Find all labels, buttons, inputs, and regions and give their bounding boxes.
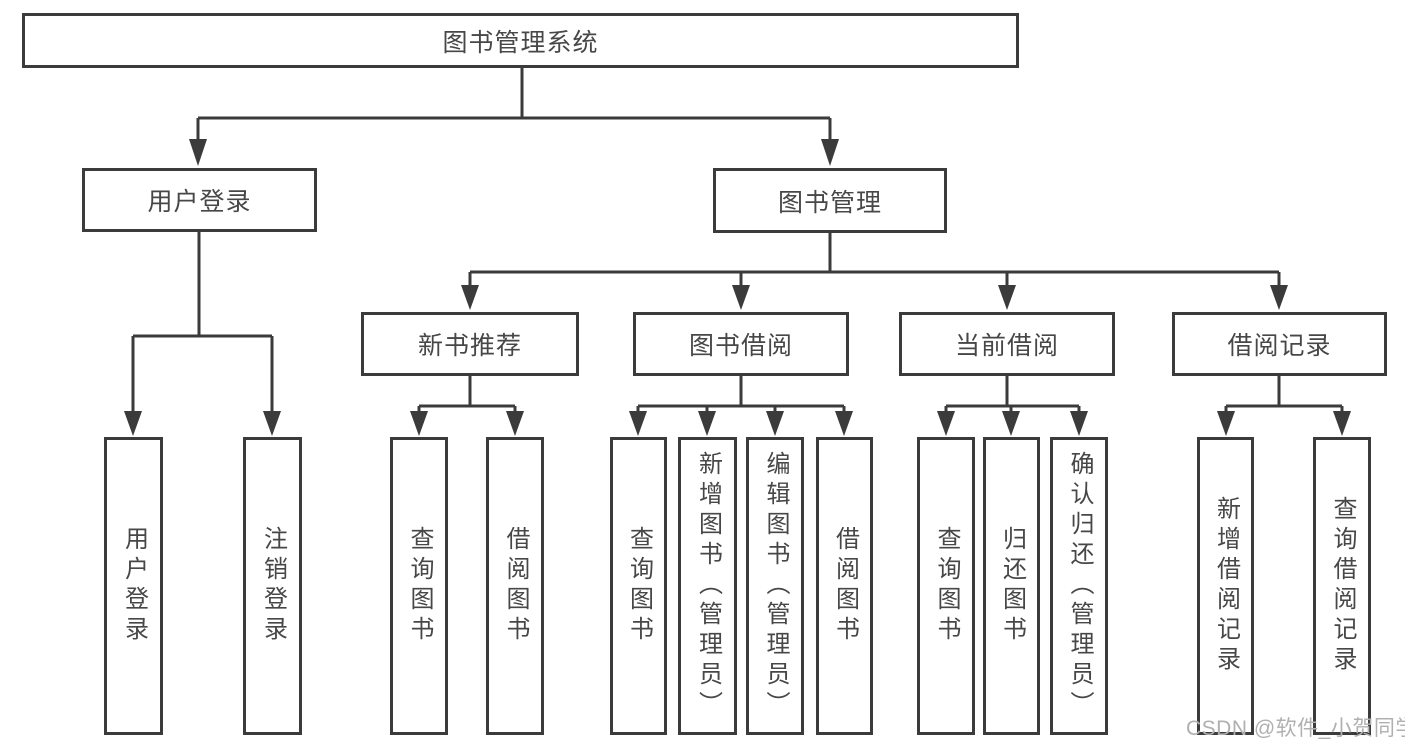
leaf-bb-add-books-admin-label: 新增图书（管理员） <box>694 451 722 721</box>
leaf-user-login: 用户登录 <box>104 437 163 735</box>
leaf-bb-borrow-books: 借阅图书 <box>816 437 873 735</box>
leaf-cb-confirm-return-admin: 确认归还（管理员） <box>1050 437 1108 735</box>
leaf-bb-add-books-admin: 新增图书（管理员） <box>678 437 737 735</box>
leaf-nbr-query-books: 查询图书 <box>390 437 448 735</box>
leaf-nbr-borrow-books: 借阅图书 <box>486 437 544 735</box>
leaf-nbr-borrow-books-label: 借阅图书 <box>502 526 529 646</box>
node-book-management: 图书管理 <box>713 168 947 233</box>
leaf-br-query-record: 查询借阅记录 <box>1313 437 1371 735</box>
leaf-bb-query-books: 查询图书 <box>610 437 667 735</box>
leaf-logout-label: 注销登录 <box>259 526 287 646</box>
leaf-cb-query-books: 查询图书 <box>917 437 975 735</box>
leaf-cb-return-books-label: 归还图书 <box>998 526 1026 646</box>
leaf-bb-query-books-label: 查询图书 <box>625 526 653 646</box>
watermark: CSDN @软件_小贺同学 <box>1186 717 1405 740</box>
node-current-borrowing: 当前借阅 <box>899 312 1115 376</box>
node-book-borrowing: 图书借阅 <box>633 312 849 376</box>
node-borrowing-records: 借阅记录 <box>1172 312 1387 376</box>
leaf-bb-edit-books-admin: 编辑图书（管理员） <box>746 437 804 735</box>
leaf-bb-borrow-books-label: 借阅图书 <box>831 526 859 646</box>
leaf-cb-query-books-label: 查询图书 <box>933 526 960 646</box>
leaf-br-query-record-label: 查询借阅记录 <box>1329 496 1356 676</box>
node-root: 图书管理系统 <box>22 13 1019 68</box>
leaf-cb-return-books: 归还图书 <box>983 437 1040 735</box>
leaf-bb-edit-books-admin-label: 编辑图书（管理员） <box>762 451 789 721</box>
node-user-login: 用户登录 <box>82 168 317 232</box>
leaf-logout: 注销登录 <box>243 437 302 735</box>
leaf-br-add-record: 新增借阅记录 <box>1197 437 1254 735</box>
leaf-nbr-query-books-label: 查询图书 <box>406 526 433 646</box>
node-new-book-recommendation: 新书推荐 <box>361 312 579 376</box>
leaf-br-add-record-label: 新增借阅记录 <box>1212 496 1240 676</box>
leaf-user-login-label: 用户登录 <box>120 526 148 646</box>
leaf-cb-confirm-return-admin-label: 确认归还（管理员） <box>1066 451 1093 721</box>
